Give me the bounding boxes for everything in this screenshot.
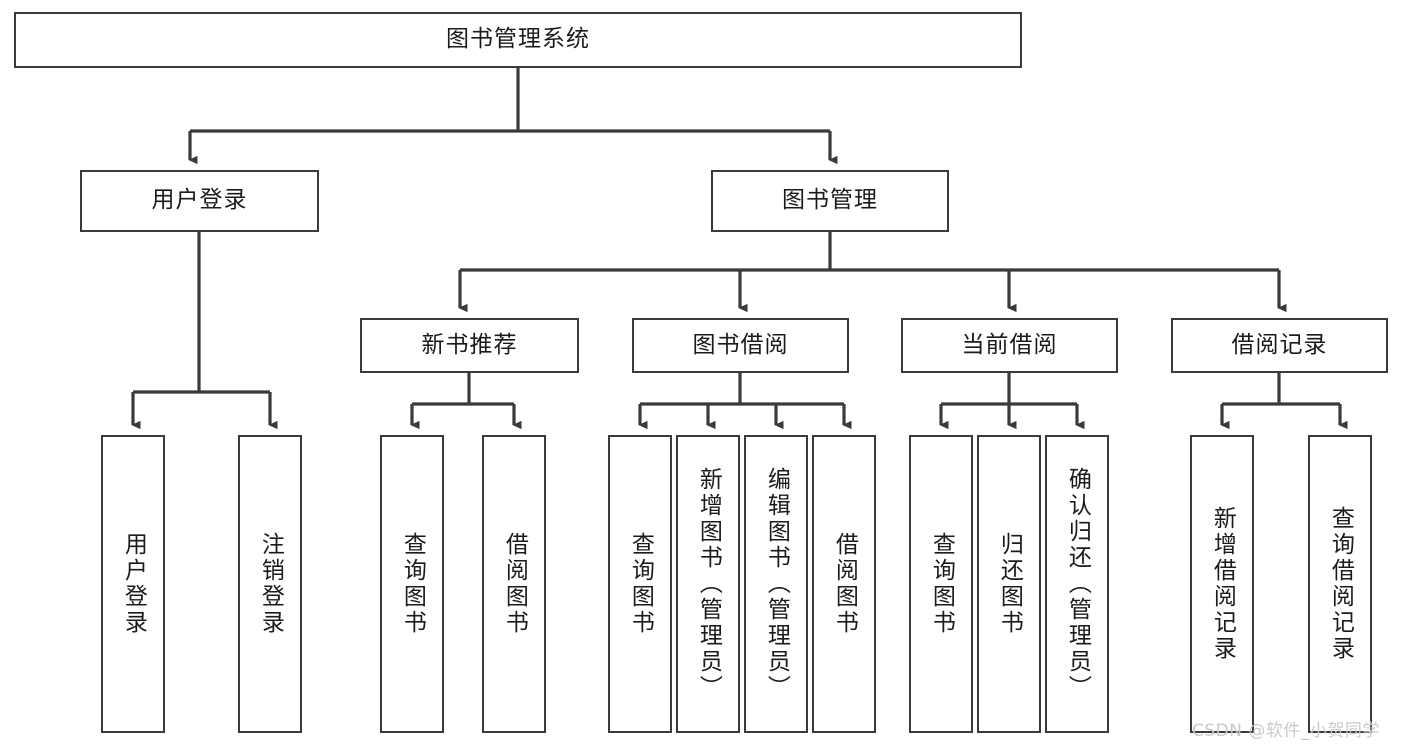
leaf-borrow-book-1[interactable]: 借阅图书 [482,435,546,733]
leaf-user-login-label: 用户登录 [120,532,147,636]
node-user-login-label: 用户登录 [151,187,248,214]
node-book-manage[interactable]: 图书管理 [711,170,949,232]
leaf-query-book-1[interactable]: 查询图书 [380,435,444,733]
node-root-label: 图书管理系统 [446,26,590,53]
node-book-manage-label: 图书管理 [782,187,878,214]
leaf-edit-book-label: 编辑图书（管理员） [763,467,790,701]
leaf-logout-login-label: 注销登录 [257,532,284,636]
node-borrow-record[interactable]: 借阅记录 [1171,318,1388,373]
leaf-query-book-3-label: 查询图书 [928,532,955,636]
node-new-book-rec[interactable]: 新书推荐 [360,318,579,373]
leaf-return-book-label: 归还图书 [996,532,1023,636]
node-user-login[interactable]: 用户登录 [80,170,319,232]
leaf-add-book[interactable]: 新增图书（管理员） [676,435,740,733]
leaf-return-book[interactable]: 归还图书 [977,435,1041,733]
node-new-book-rec-label: 新书推荐 [421,331,518,358]
leaf-add-record[interactable]: 新增借阅记录 [1190,435,1254,733]
node-book-borrow[interactable]: 图书借阅 [632,318,849,373]
leaf-borrow-book-2-label: 借阅图书 [831,532,858,636]
leaf-query-book-2-label: 查询图书 [627,532,654,636]
leaf-user-login[interactable]: 用户登录 [101,435,165,733]
leaf-borrow-book-1-label: 借阅图书 [501,532,528,636]
leaf-edit-book[interactable]: 编辑图书（管理员） [744,435,808,733]
leaf-logout-login[interactable]: 注销登录 [238,435,302,733]
leaf-confirm-return[interactable]: 确认归还（管理员） [1045,435,1109,733]
leaf-query-record[interactable]: 查询借阅记录 [1308,435,1372,733]
node-borrow-record-label: 借阅记录 [1231,331,1328,358]
node-root[interactable]: 图书管理系统 [14,12,1022,68]
leaf-query-book-2[interactable]: 查询图书 [608,435,672,733]
csdn-watermark: CSDN @软件_小贺同学 [1192,721,1380,741]
node-book-borrow-label: 图书借阅 [692,331,789,358]
leaf-query-record-label: 查询借阅记录 [1327,506,1354,662]
leaf-query-book-1-label: 查询图书 [399,532,426,636]
leaf-add-book-label: 新增图书（管理员） [695,467,722,701]
leaf-confirm-return-label: 确认归还（管理员） [1064,467,1091,701]
node-current-borrow-label: 当前借阅 [961,331,1058,358]
leaf-query-book-3[interactable]: 查询图书 [909,435,973,733]
leaf-borrow-book-2[interactable]: 借阅图书 [812,435,876,733]
node-current-borrow[interactable]: 当前借阅 [901,318,1118,373]
leaf-add-record-label: 新增借阅记录 [1209,506,1236,662]
